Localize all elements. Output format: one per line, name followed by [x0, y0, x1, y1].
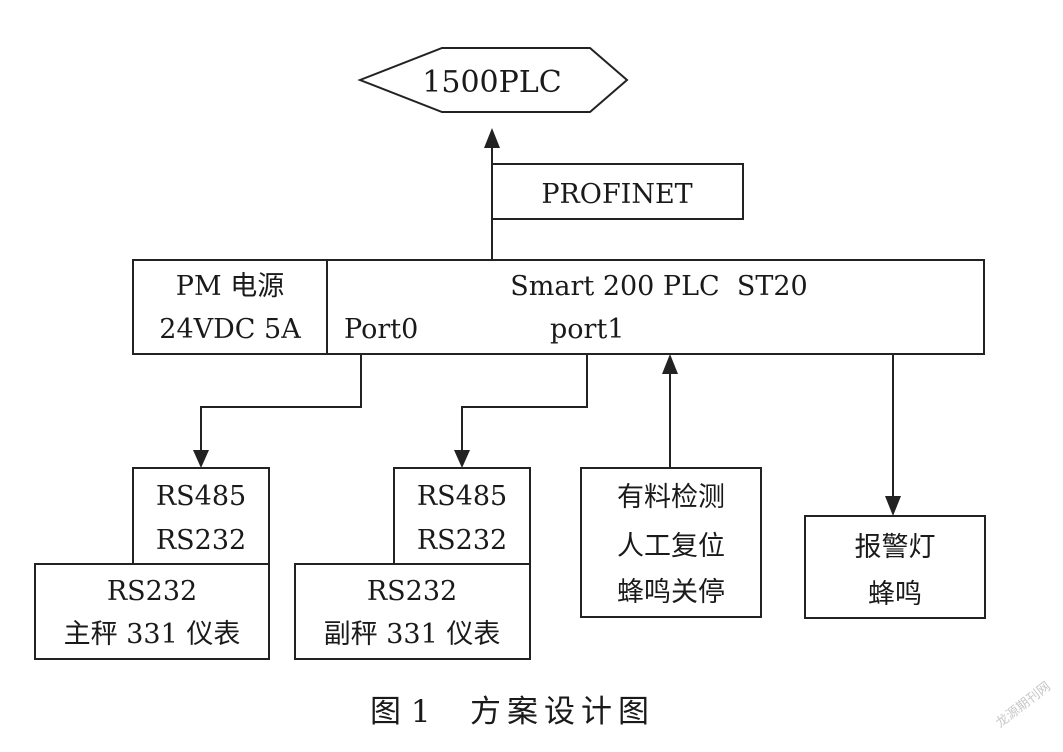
- outputs-line2: 蜂鸣: [868, 579, 922, 610]
- inputs-box: [580, 467, 762, 618]
- port0-connector-line: [200, 354, 362, 450]
- top-node-label: 1500PLC: [422, 65, 561, 100]
- inputs-group: 有料检测 人工复位 蜂鸣关停: [580, 467, 762, 618]
- main-converter-box: [132, 467, 270, 565]
- port0-label: Port0: [344, 314, 418, 345]
- connectors: [193, 128, 901, 516]
- arrow-down-to-aux-converter: [454, 450, 470, 468]
- aux-instrument-box: [294, 563, 531, 660]
- arrow-up-to-1500plc: [484, 128, 500, 148]
- caption-title: 方案设计图: [470, 694, 655, 730]
- main-instrument-box: [34, 563, 270, 660]
- outputs-line1: 报警灯: [855, 532, 936, 563]
- power-module-box: [132, 259, 328, 355]
- aux-converter-box: [393, 467, 531, 565]
- top-node-1500plc: 1500PLC: [357, 47, 629, 113]
- power-module-line2: 24VDC 5A: [159, 314, 301, 345]
- plc-box: [326, 259, 985, 355]
- inputs-line1: 有料检测: [617, 482, 725, 513]
- arrow-up-to-plc: [662, 354, 678, 374]
- aux-converter-line1: RS485: [417, 481, 507, 512]
- port1-label: port1: [550, 314, 624, 345]
- outputs-group: 报警灯 蜂鸣: [804, 515, 986, 619]
- aux-converter-line2: RS232: [417, 525, 507, 556]
- plc-title: Smart 200 PLC ST20: [510, 271, 807, 302]
- aux-instrument-line2: 副秤 331 仪表: [324, 619, 501, 650]
- main-instrument-line1: RS232: [107, 576, 197, 607]
- aux-scale-branch: RS485 RS232 RS232 副秤 331 仪表: [294, 467, 531, 660]
- caption-number: 图 1: [370, 694, 431, 730]
- watermark-text: 龙源期刊网: [993, 679, 1053, 731]
- aux-instrument-line1: RS232: [367, 576, 457, 607]
- figure-caption: 图 1 方案设计图: [370, 694, 655, 730]
- main-instrument-line2: 主秤 331 仪表: [64, 619, 241, 650]
- port1-connector-line: [461, 354, 588, 450]
- main-converter-line1: RS485: [156, 481, 246, 512]
- top-node-shape: [357, 47, 629, 113]
- profinet-label: PROFINET: [541, 179, 692, 210]
- plc-unit: PM 电源 24VDC 5A Smart 200 PLC ST20 Port0 …: [132, 259, 985, 355]
- arrow-down-to-outputs: [885, 496, 901, 516]
- inputs-line3: 蜂鸣关停: [617, 577, 725, 608]
- power-module-line1: PM 电源: [176, 271, 284, 302]
- main-scale-branch: RS485 RS232 RS232 主秤 331 仪表: [34, 467, 270, 660]
- profinet-box-shape: [491, 163, 744, 220]
- inputs-line2: 人工复位: [617, 531, 725, 562]
- outputs-box: [804, 515, 986, 619]
- profinet-box: PROFINET: [491, 163, 744, 220]
- arrow-down-to-main-converter: [193, 450, 209, 468]
- main-converter-line2: RS232: [156, 525, 246, 556]
